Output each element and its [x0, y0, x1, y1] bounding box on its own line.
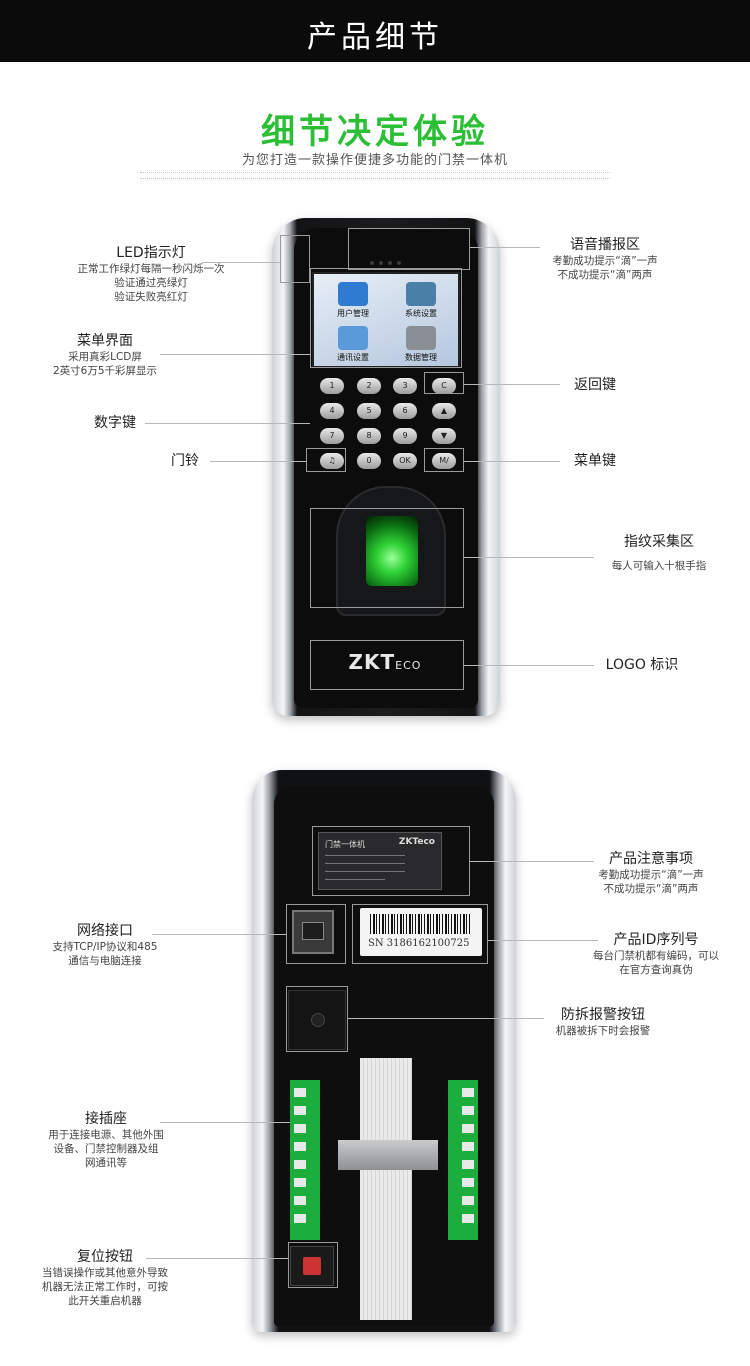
screen-frame — [310, 268, 462, 368]
tamper-frame — [286, 986, 348, 1052]
label-tamper: 防拆报警按钮 机器被拆下时会报警 — [555, 1007, 651, 1037]
label-logo: LOGO 标识 — [605, 657, 679, 673]
key-back[interactable]: C — [432, 378, 456, 394]
leader-line — [146, 1258, 288, 1259]
fingerprint-glass — [366, 516, 418, 586]
label-reset: 复位按钮 当错误操作或其他意外导致 机器无法正常工作时，可按 此开关重启机器 — [42, 1249, 168, 1307]
key-0[interactable]: 0 — [357, 453, 381, 469]
key-down[interactable]: ▼ — [432, 428, 456, 444]
top-banner: 产品细节 — [0, 0, 750, 62]
leader-line — [202, 262, 280, 263]
headline: 细节决定体验 — [261, 112, 489, 152]
barcode — [370, 914, 470, 934]
banner-title: 产品细节 — [307, 20, 443, 55]
key-bell[interactable]: ♫ — [320, 453, 344, 469]
reset-frame — [288, 1242, 338, 1288]
back-key-frame — [424, 372, 464, 394]
bell-key-frame — [306, 448, 346, 472]
network-frame — [286, 904, 346, 964]
label-product-id: 产品ID序列号 每台门禁机都有编码，可以 在官方查询真伪 — [593, 932, 719, 976]
terminal-block-left — [290, 1080, 320, 1240]
key-2[interactable]: 2 — [357, 378, 381, 394]
serial-barcode: SN 3186162100725 — [360, 908, 482, 956]
leader-line — [152, 934, 286, 935]
users-icon — [338, 282, 368, 306]
key-menu[interactable]: M/ — [432, 453, 456, 469]
leader-line — [210, 461, 306, 462]
menu-item-users: 用户管理 — [322, 280, 384, 322]
ribbon-cable — [360, 1058, 412, 1320]
key-ok[interactable]: OK — [393, 453, 417, 469]
label-menu-key: 菜单键 — [574, 453, 616, 469]
terminal-block-right — [448, 1080, 478, 1240]
speaker-frame — [348, 228, 470, 270]
led-frame — [280, 235, 310, 283]
key-3[interactable]: 3 — [393, 378, 417, 394]
key-1[interactable]: 1 — [320, 378, 344, 394]
serial-frame — [352, 904, 488, 964]
database-icon — [406, 326, 436, 350]
key-9[interactable]: 9 — [393, 428, 417, 444]
label-menu: 菜单界面 采用真彩LCD屏 2英寸6万5千彩屏显示 — [52, 333, 158, 377]
label-back-key: 返回键 — [574, 377, 616, 393]
leader-line — [348, 1018, 544, 1019]
key-8[interactable]: 8 — [357, 428, 381, 444]
leader-line — [464, 665, 594, 666]
leader-line — [160, 354, 310, 355]
label-doorbell: 门铃 — [171, 453, 199, 469]
leader-line — [470, 247, 540, 248]
brand-logo: ZKTECO — [348, 650, 422, 674]
menu-item-data: 数据管理 — [390, 324, 452, 366]
divider — [140, 172, 610, 173]
key-6[interactable]: 6 — [393, 403, 417, 419]
tamper-button — [288, 990, 346, 1050]
leader-line — [464, 557, 594, 558]
key-up[interactable]: ▲ — [432, 403, 456, 419]
fingerprint-frame — [310, 508, 464, 608]
subline: 为您打造一款操作便捷多功能的门禁一体机 — [241, 153, 508, 168]
leader-line — [464, 461, 560, 462]
network-port — [292, 910, 334, 954]
leader-line — [145, 423, 310, 424]
gear-icon — [406, 282, 436, 306]
label-voice: 语音播报区 考勤成功提示“滴”一声 不成功提示“滴”两声 — [552, 237, 658, 281]
fingerprint-sensor — [336, 486, 446, 616]
reset-button — [290, 1246, 334, 1286]
leader-line — [488, 940, 598, 941]
leader-line — [160, 1122, 290, 1123]
key-4[interactable]: 4 — [320, 403, 344, 419]
menu-item-comm: 通讯设置 — [322, 324, 384, 366]
label-number-keys: 数字键 — [94, 415, 136, 431]
key-7[interactable]: 7 — [320, 428, 344, 444]
label-fingerprint: 指纹采集区 每人可输入十根手指 — [611, 534, 707, 572]
leader-line — [464, 384, 560, 385]
key-5[interactable]: 5 — [357, 403, 381, 419]
menu-key-frame — [424, 448, 464, 472]
menu-item-system: 系统设置 — [390, 280, 452, 322]
logo-frame — [310, 640, 464, 690]
leader-line — [470, 861, 594, 862]
serial-number: SN 3186162100725 — [368, 938, 470, 949]
divider — [140, 178, 610, 179]
notice-frame — [312, 826, 470, 896]
speaker-grille — [370, 250, 410, 265]
label-notice: 产品注意事项 考勤成功提示“滴”一声 不成功提示“滴”两声 — [598, 851, 704, 895]
label-led: LED指示灯 正常工作绿灯每隔一秒闪烁一次 验证通过亮绿灯 验证失败亮红灯 — [77, 245, 225, 303]
product-sticker: 门禁一体机 ZKTeco — [318, 832, 442, 890]
label-connector: 接插座 用于连接电源、其他外围 设备、门禁控制器及组 网通讯等 — [48, 1111, 164, 1169]
label-network: 网络接口 支持TCP/IP协议和485 通信与电脑连接 — [52, 923, 158, 967]
metal-plate — [338, 1140, 438, 1170]
computer-icon — [338, 326, 368, 350]
